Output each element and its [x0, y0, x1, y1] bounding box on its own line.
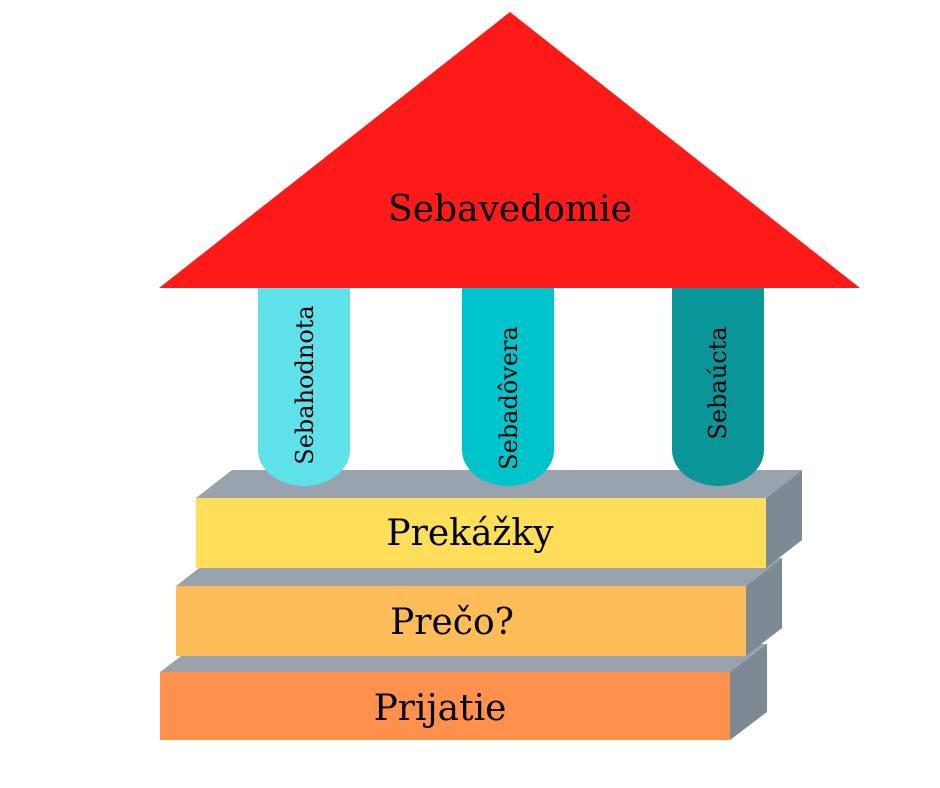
step-prijatie-side [730, 644, 767, 740]
roof: Sebavedomie [159, 12, 860, 288]
step-preco: Prečo? [176, 558, 782, 656]
step-preco-side [746, 558, 782, 656]
pillar-sebaucta-label: Sebaúcta [704, 326, 732, 439]
step-preco-front [176, 586, 746, 656]
step-preco-label: Prečo? [390, 602, 514, 643]
step-prijatie: Prijatie [160, 644, 767, 740]
step-prekazky-side [766, 470, 802, 568]
pillar-sebahodnota-label: Sebahodnota [291, 305, 319, 464]
pillar-sebadovera-label: Sebadôvera [495, 326, 523, 470]
pillar-sebaucta-shape [672, 288, 764, 486]
step-prijatie-label: Prijatie [374, 688, 507, 729]
roof-triangle [159, 12, 860, 288]
pillar-sebadovera: Sebadôvera [462, 288, 554, 486]
pillar-sebaucta: Sebaúcta [672, 288, 764, 486]
step-prijatie-front [160, 672, 730, 740]
pillar-sebahodnota-shape [258, 288, 350, 486]
step-prekazky-front [196, 498, 766, 568]
step-prekazky-label: Prekážky [386, 513, 554, 554]
roof-label: Sebavedomie [388, 189, 632, 230]
pillar-sebadovera-shape [462, 288, 554, 486]
pillar-sebahodnota: Sebahodnota [258, 288, 350, 486]
